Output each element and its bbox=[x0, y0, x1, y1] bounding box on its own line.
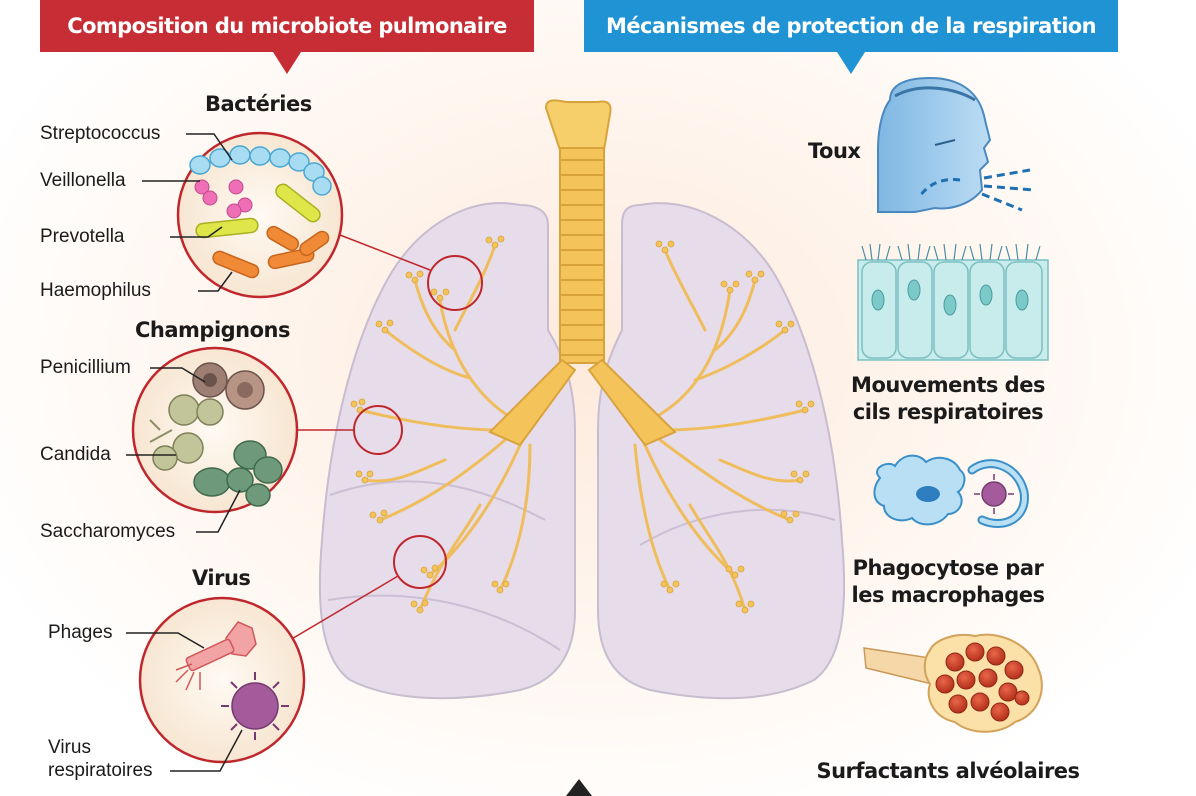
label-streptococcus: Streptococcus bbox=[40, 123, 161, 144]
cough-illustration bbox=[877, 76, 1035, 213]
label-pointer bbox=[150, 367, 206, 383]
label-phages: Phages bbox=[48, 622, 113, 643]
zoom-marker-bacteria bbox=[427, 255, 483, 311]
bottom-arrow-icon bbox=[566, 779, 592, 796]
label-pointer bbox=[196, 489, 241, 533]
label-pointer bbox=[170, 729, 243, 772]
fungi-bubble bbox=[126, 346, 299, 533]
label-cilia: Mouvements des cils respiratoires bbox=[828, 372, 1068, 426]
penicillium-spores bbox=[192, 362, 265, 410]
left-main-bronchus bbox=[488, 358, 577, 447]
bacteria-bubble bbox=[142, 131, 344, 299]
label-pointer bbox=[198, 271, 233, 292]
label-haemophilus: Haemophilus bbox=[40, 280, 151, 301]
zoom-marker-virus bbox=[393, 535, 447, 589]
banner-pointer bbox=[273, 52, 301, 74]
banner-pointer bbox=[837, 52, 865, 74]
label-phago-line2: les macrophages bbox=[851, 583, 1045, 607]
lung-fissure bbox=[329, 480, 546, 521]
label-prevotella: Prevotella bbox=[40, 226, 125, 247]
prevotella-rods bbox=[195, 183, 321, 239]
connector-line bbox=[339, 234, 431, 271]
right-main-bronchus bbox=[587, 358, 677, 447]
candida-cells bbox=[149, 394, 224, 471]
alveoli-dots bbox=[350, 235, 815, 614]
label-veillonella: Veillonella bbox=[40, 170, 126, 191]
virus-bubble bbox=[126, 596, 306, 772]
lungs-illustration bbox=[289, 99, 846, 700]
label-pointer bbox=[126, 632, 205, 649]
banner-protection: Mécanismes de protection de la respirati… bbox=[584, 0, 1118, 52]
banner-microbiota: Composition du microbiote pulmonaire bbox=[40, 0, 534, 52]
label-cilia-line1: Mouvements des bbox=[851, 373, 1045, 397]
respiratory-virus bbox=[221, 672, 289, 740]
lung-fissure bbox=[639, 508, 836, 546]
trachea-rings bbox=[560, 159, 604, 356]
phage bbox=[175, 621, 257, 691]
trachea bbox=[544, 99, 612, 364]
label-candida: Candida bbox=[40, 444, 111, 465]
section-title-bacteria: Bactéries bbox=[205, 92, 312, 116]
lung-fissure bbox=[327, 594, 561, 651]
label-virus: Virus bbox=[48, 737, 91, 758]
left-lung bbox=[318, 202, 576, 700]
saccharomyces-cells bbox=[193, 440, 283, 507]
section-title-virus: Virus bbox=[192, 566, 251, 590]
label-surfactant: Surfactants alvéolaires bbox=[816, 759, 1080, 783]
label-saccharomyces: Saccharomyces bbox=[40, 521, 176, 542]
label-pointer bbox=[170, 226, 223, 238]
macrophage-illustration bbox=[873, 454, 1029, 528]
right-bronchial-tree bbox=[633, 248, 807, 612]
cilia-illustration bbox=[857, 243, 1049, 361]
section-title-fungi: Champignons bbox=[135, 318, 291, 342]
veillonella-cocci bbox=[194, 179, 253, 219]
label-cough: Toux bbox=[808, 139, 861, 163]
label-phagocytosis: Phagocytose par les macrophages bbox=[828, 555, 1068, 609]
label-cilia-line2: cils respiratoires bbox=[852, 400, 1044, 424]
connector-line bbox=[289, 575, 399, 641]
label-pointer bbox=[186, 133, 233, 161]
alveoli-illustration bbox=[863, 633, 1043, 733]
haemophilus-rods bbox=[212, 225, 330, 279]
label-phago-line1: Phagocytose par bbox=[852, 556, 1044, 580]
streptococcus-chain bbox=[189, 145, 332, 196]
label-respiratory: respiratoires bbox=[48, 760, 153, 781]
left-bronchial-tree bbox=[358, 243, 532, 612]
label-penicillium: Penicillium bbox=[40, 357, 131, 378]
